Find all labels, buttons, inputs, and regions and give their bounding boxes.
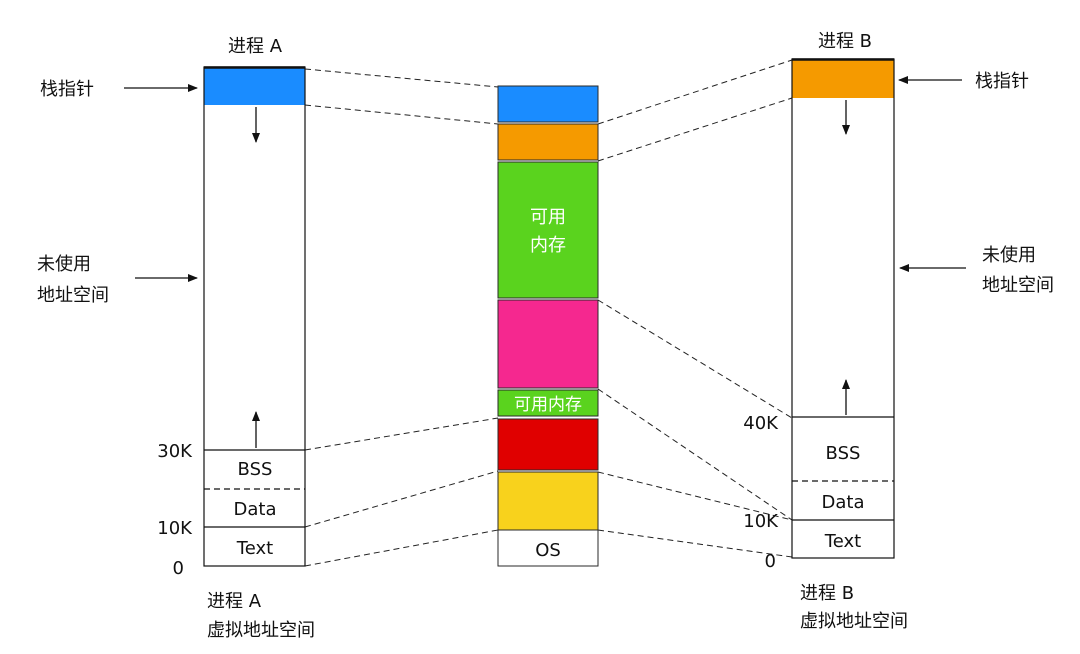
process-a-stack-pointer-label: 栈指针 <box>40 79 94 100</box>
process-b-unused-label-line1: 未使用 <box>982 245 1036 266</box>
process-a-unused-label-line2: 地址空间 <box>37 285 109 306</box>
process-a-text-label: Text <box>236 538 273 559</box>
physical-block-pink <box>497 299 599 389</box>
physical-block-free-small <box>497 389 599 417</box>
process-a-unused-label-line1: 未使用 <box>37 254 91 275</box>
process-a-outline <box>203 66 306 567</box>
process-a-title: 进程 A <box>228 36 283 57</box>
physical-os-label: OS <box>535 540 561 561</box>
map-line-b-stack-top <box>597 59 793 125</box>
process-b-virtual-space: 进程 B BSS Data Text 40K 10K 0 栈指针 未使用 地址空… <box>743 31 1054 632</box>
process-b-stack-pointer-label: 栈指针 <box>975 71 1029 92</box>
map-line-a-stack-bottom <box>304 104 499 125</box>
physical-block-red <box>497 418 599 471</box>
process-a-addr-0: 0 <box>173 558 184 579</box>
process-b-bss-label: BSS <box>826 443 861 464</box>
map-line-b-10k-from-yellow <box>597 471 793 521</box>
process-b-addr-40k: 40K <box>743 413 779 434</box>
map-line-b-stack-bottom <box>597 97 793 162</box>
physical-block-blue <box>497 85 599 123</box>
mapping-lines <box>304 59 793 567</box>
process-b-data-label: Data <box>822 492 865 513</box>
process-b-unused-label-line2: 地址空间 <box>982 275 1054 296</box>
process-b-caption-line2: 虚拟地址空间 <box>800 611 908 632</box>
process-a-stack-segment <box>204 67 305 105</box>
process-b-caption-line1: 进程 B <box>800 583 854 604</box>
physical-free-small-label: 可用内存 <box>514 395 582 415</box>
process-b-title: 进程 B <box>818 31 872 52</box>
map-line-a-10k <box>304 470 499 528</box>
physical-block-yellow <box>497 471 599 531</box>
process-a-caption-line1: 进程 A <box>207 591 262 612</box>
map-line-b-0 <box>597 529 793 558</box>
physical-block-os <box>497 529 599 567</box>
map-line-a-stack-top <box>304 68 499 88</box>
process-b-outline <box>791 58 895 559</box>
physical-free-large-label-line2: 内存 <box>530 235 566 256</box>
process-a-addr-10k: 10K <box>157 518 193 539</box>
physical-free-large-label-line1: 可用 <box>530 207 566 228</box>
process-b-text-label: Text <box>824 531 861 552</box>
process-a-virtual-space: 进程 A BSS Data Text 30K 10K 0 栈指针 未使用 地址空… <box>37 36 315 641</box>
map-line-a-0 <box>304 529 499 567</box>
process-a-data-label: Data <box>234 499 277 520</box>
process-a-addr-30k: 30K <box>157 441 193 462</box>
process-b-addr-0: 0 <box>765 551 776 572</box>
map-line-b-40k <box>597 299 793 419</box>
process-b-stack-segment <box>792 59 894 98</box>
process-a-caption-line2: 虚拟地址空间 <box>207 620 315 641</box>
map-line-a-30k <box>304 417 499 451</box>
physical-memory: 可用 内存 可用内存 OS <box>497 85 599 567</box>
process-a-bss-label: BSS <box>238 459 273 480</box>
process-b-addr-10k: 10K <box>743 511 779 532</box>
map-line-b-10k-from-pink <box>597 388 793 521</box>
physical-block-orange <box>497 123 599 161</box>
physical-block-free-large <box>497 161 599 299</box>
